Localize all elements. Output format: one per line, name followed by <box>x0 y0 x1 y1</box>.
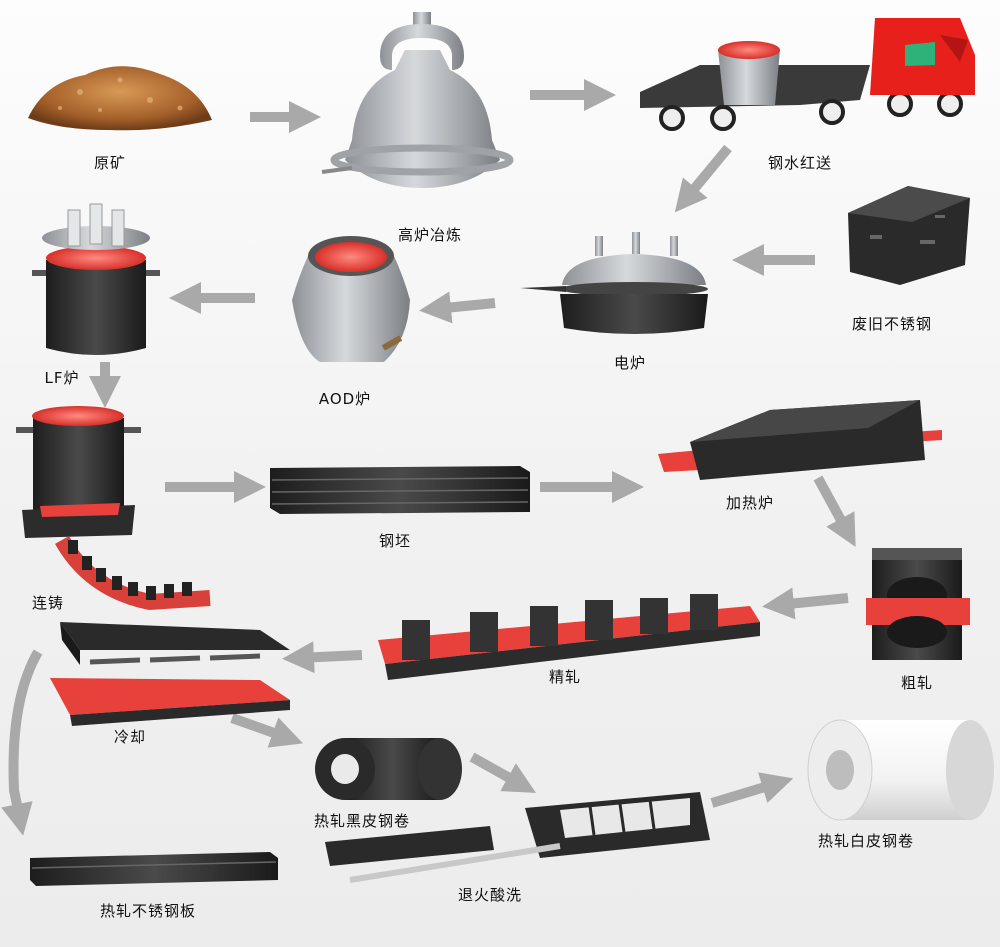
rough-mill-icon <box>866 548 970 660</box>
arrow-cooling-to-black-coil <box>230 713 304 748</box>
arrow-pickling-to-white-coil <box>710 772 794 808</box>
label-lf-furnace: LF炉 <box>44 369 80 387</box>
reheating-furnace-icon <box>658 400 942 480</box>
arrow-black-coil-to-pickling <box>469 752 536 793</box>
flow-arrows <box>1 78 856 836</box>
arrow-cooling-to-plate <box>1 649 43 836</box>
finish-mill-icon <box>378 594 760 680</box>
ore-pile-icon <box>28 66 212 131</box>
billet-icon <box>270 466 530 514</box>
scrap-steel-icon <box>848 186 970 285</box>
arrow-transport-to-electric-furnace <box>674 144 732 213</box>
label-black-coil: 热轧黑皮钢卷 <box>313 812 411 830</box>
electric-furnace-icon <box>520 232 708 334</box>
label-cooling: 冷却 <box>113 728 147 746</box>
label-blast-furnace: 高炉冶炼 <box>397 226 463 244</box>
arrow-electric-to-aod <box>419 291 496 324</box>
label-scrap: 废旧不锈钢 <box>851 315 933 333</box>
aod-furnace-icon <box>292 236 410 362</box>
black-coil-icon <box>315 738 462 800</box>
lf-furnace-icon <box>32 203 160 355</box>
label-electric-furnace: 电炉 <box>613 354 647 372</box>
cooling-bed-icon <box>50 622 290 726</box>
label-finish-rolling: 精轧 <box>548 668 582 686</box>
label-aod-furnace: AOD炉 <box>318 390 372 408</box>
ladle-truck-icon <box>640 18 975 131</box>
label-billet: 钢坯 <box>378 532 412 550</box>
label-hot-metal-transport: 钢水红送 <box>767 154 833 172</box>
hot-rolled-plate-icon <box>30 852 278 886</box>
arrow-reheating-to-rough <box>813 475 856 548</box>
annealing-pickling-line-icon <box>325 792 710 883</box>
white-coil-icon <box>807 719 994 821</box>
continuous-caster-icon <box>16 406 211 611</box>
arrow-rough-to-finish <box>762 587 849 620</box>
label-white-coil: 热轧白皮钢卷 <box>817 832 915 850</box>
blast-furnace-icon <box>321 12 514 188</box>
label-hot-rolled-plate: 热轧不锈钢板 <box>99 902 197 920</box>
label-ore: 原矿 <box>93 154 127 172</box>
arrow-finish-to-cooling <box>282 641 363 674</box>
label-rough-rolling: 粗轧 <box>900 674 934 692</box>
label-continuous-casting: 连铸 <box>31 594 65 612</box>
label-reheating-furnace: 加热炉 <box>725 494 775 512</box>
label-annealing-pickling: 退火酸洗 <box>457 886 523 904</box>
